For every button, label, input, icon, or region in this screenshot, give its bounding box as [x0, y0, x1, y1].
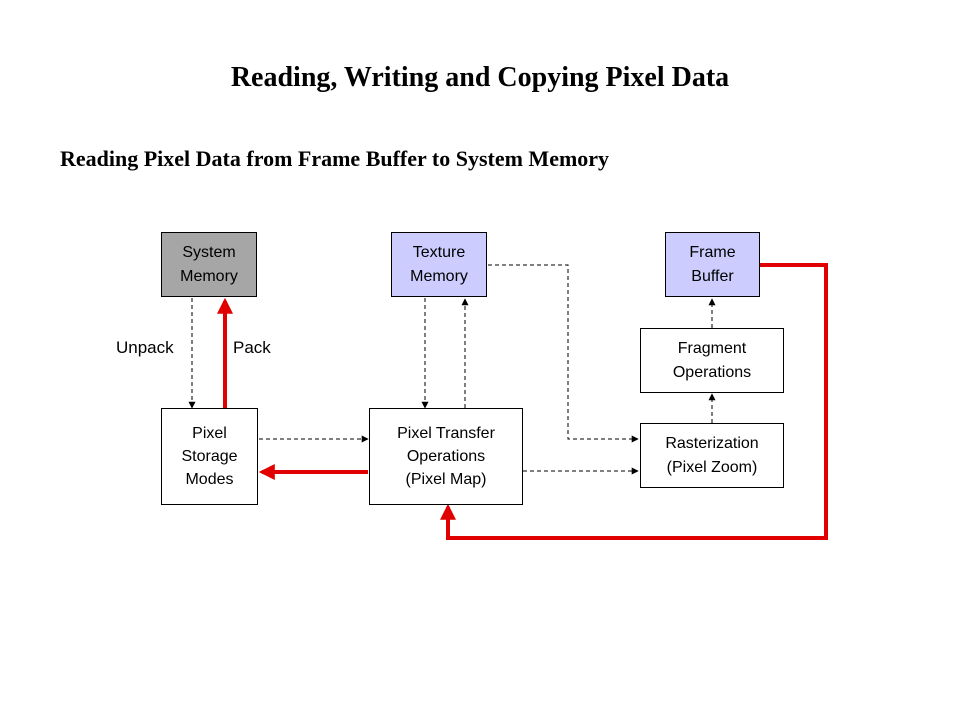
system-memory-box: System Memory	[161, 232, 257, 297]
rasterization-box: Rasterization (Pixel Zoom)	[640, 423, 784, 488]
unpack-label: Unpack	[116, 338, 174, 357]
pixel-storage-modes-box: Pixel Storage Modes	[161, 408, 258, 505]
page-title: Reading, Writing and Copying Pixel Data	[230, 62, 730, 93]
texture-memory-box: Texture Memory	[391, 232, 487, 297]
pack-label: Pack	[233, 338, 271, 357]
page-subtitle: Reading Pixel Data from Frame Buffer to …	[60, 146, 610, 171]
frame-buffer-box: Frame Buffer	[665, 232, 760, 297]
pixel-transfer-operations-box: Pixel Transfer Operations (Pixel Map)	[369, 408, 523, 505]
framebuffer-readback-path	[440, 263, 828, 540]
fragment-operations-box: Fragment Operations	[640, 328, 784, 393]
texture-to-rasterization-arrow	[488, 264, 639, 443]
